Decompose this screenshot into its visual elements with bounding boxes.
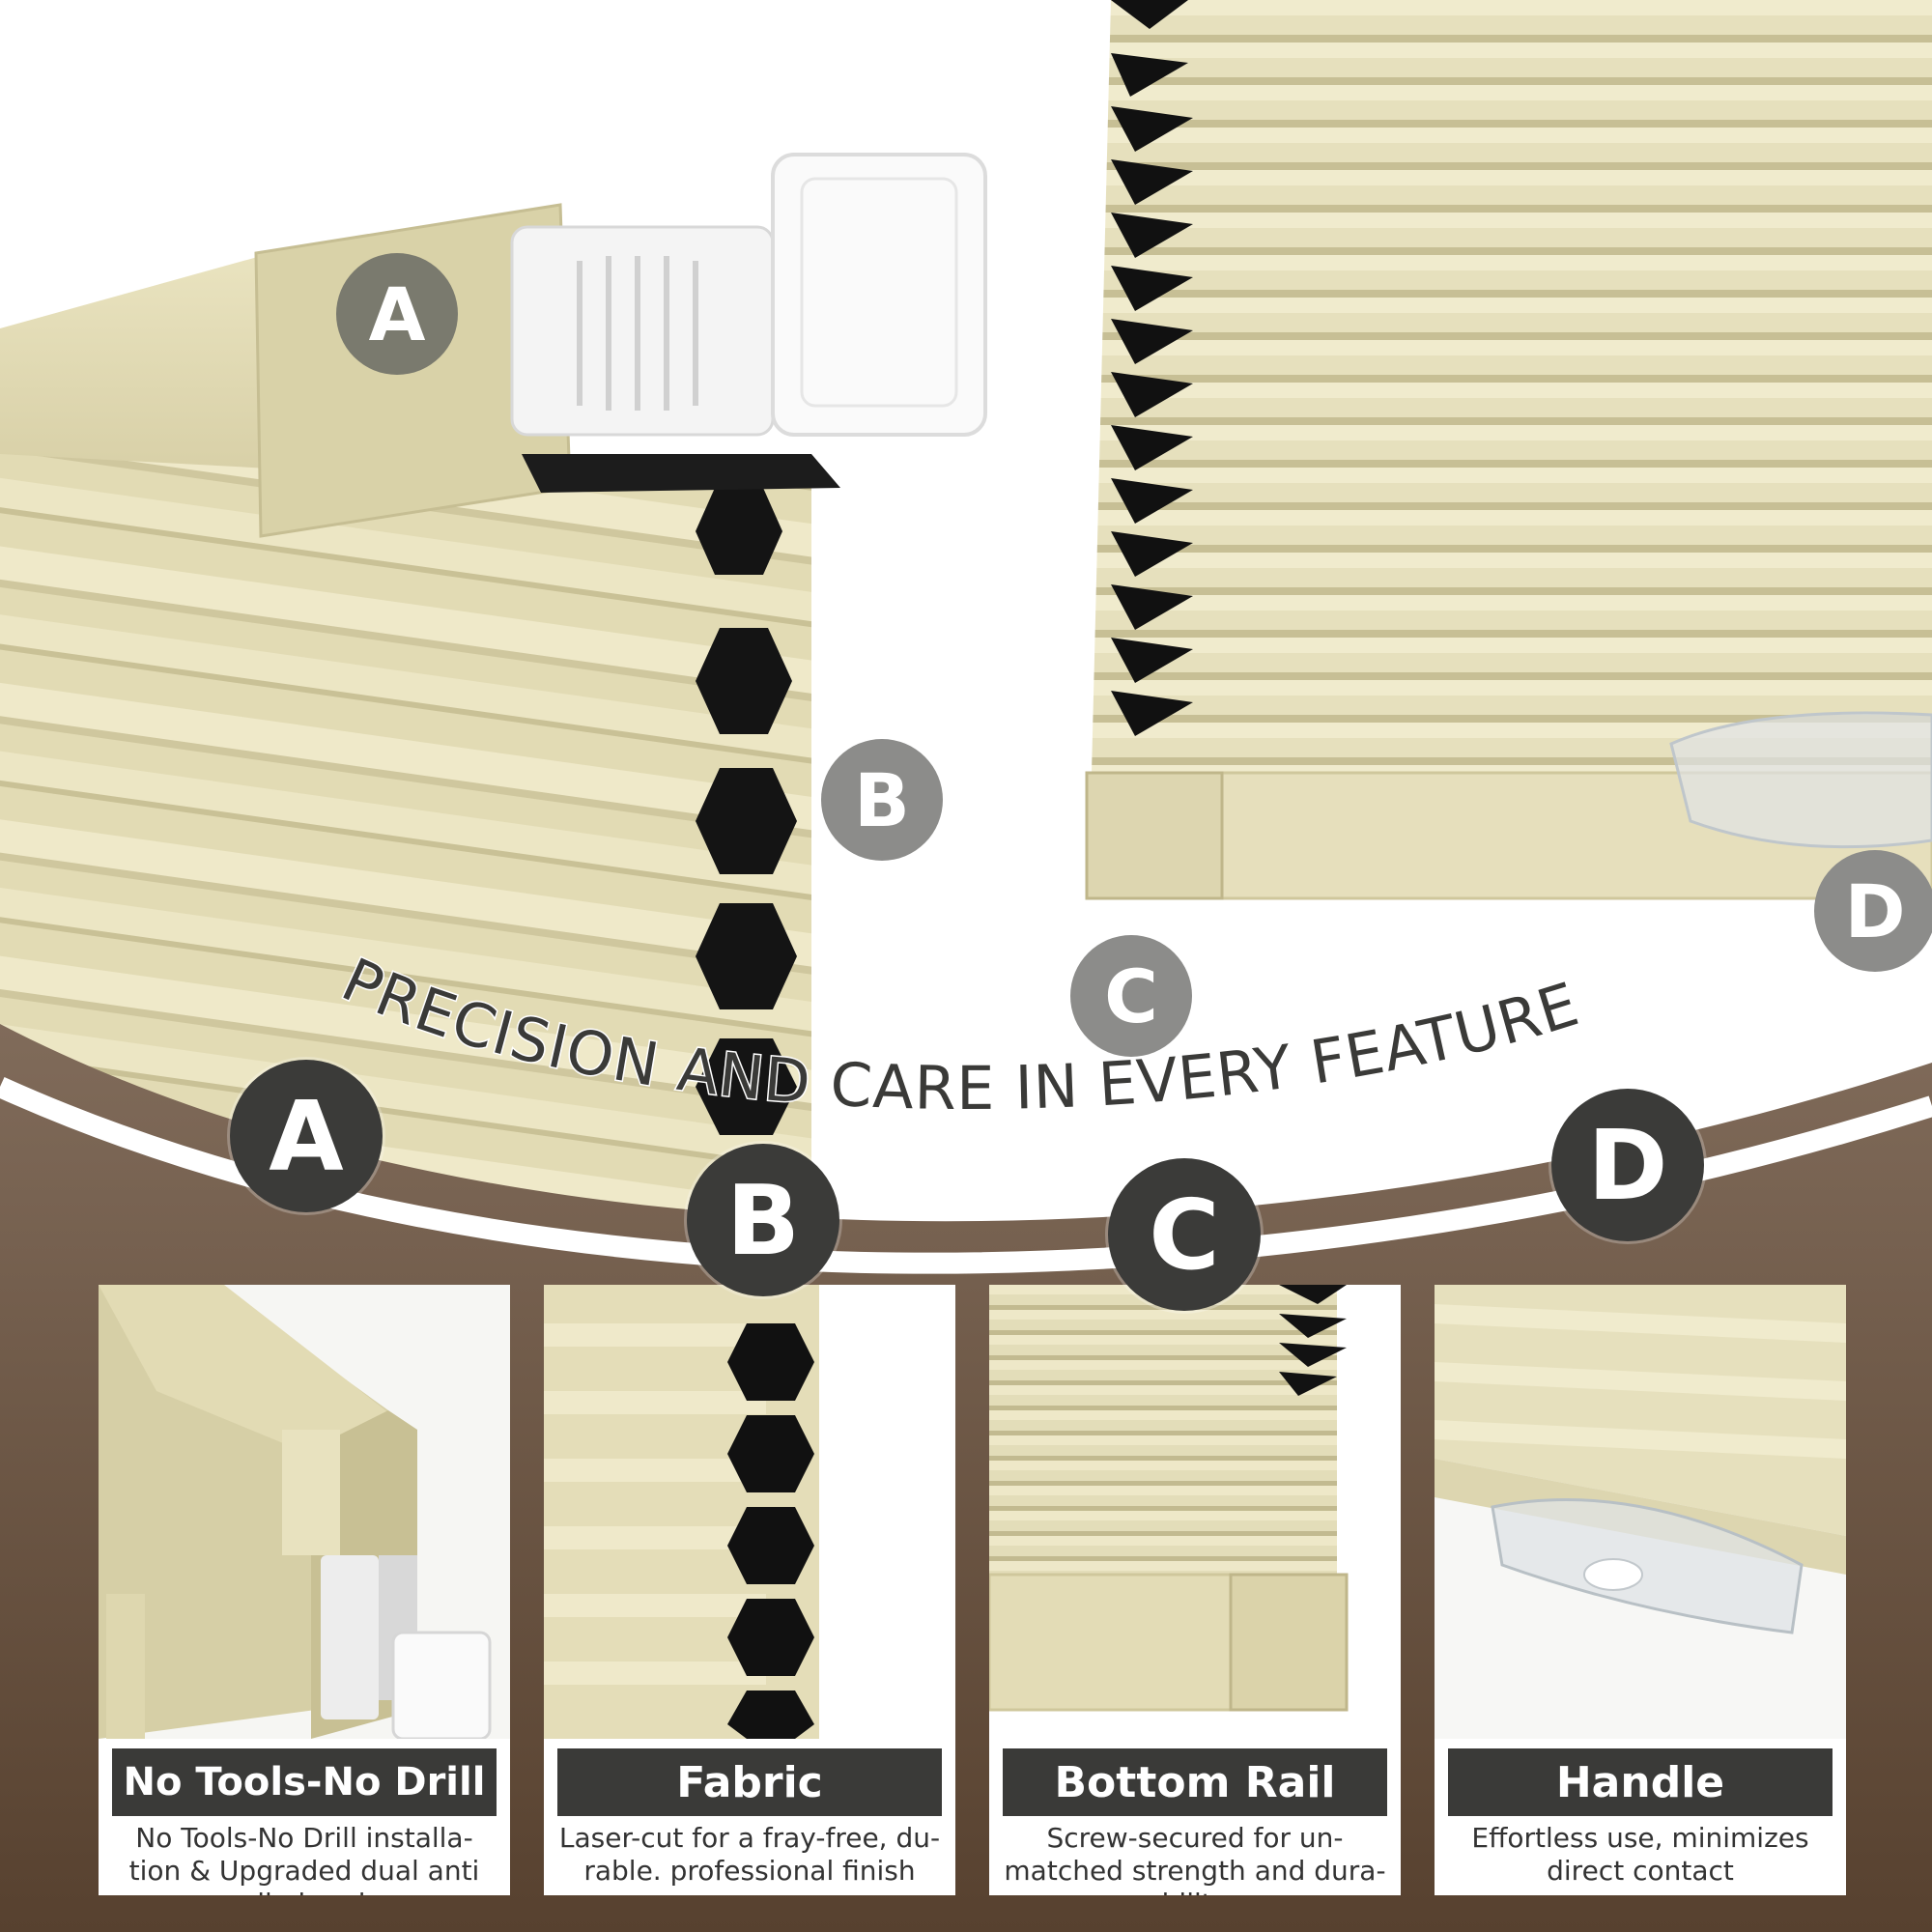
panel-b-illustration	[544, 1285, 955, 1739]
feature-description-c: Screw-secured for un- matched strength a…	[999, 1822, 1391, 1895]
description-line: Laser-cut for a fray-free, du-	[558, 1822, 941, 1854]
feature-title-c: Bottom Rail	[1003, 1748, 1387, 1816]
feature-panel-a: No Tools-No Drill No Tools-No Drill inst…	[99, 1285, 510, 1895]
description-line: No Tools-No Drill installa-	[135, 1822, 473, 1854]
left-pleated-fabric	[0, 406, 811, 1217]
description-line: bility	[999, 1888, 1391, 1895]
feature-title-d: Handle	[1448, 1748, 1833, 1816]
feature-panel-d: Handle Effortless use, minimizes direct …	[1435, 1285, 1846, 1895]
feature-description-d: Effortless use, minimizes direct contact	[1444, 1822, 1836, 1888]
description-line: rable. professional finish	[583, 1855, 916, 1887]
feature-badge-c: C	[1108, 1158, 1261, 1311]
tension-bracket	[510, 225, 775, 437]
description-line: tion & Upgraded dual anti	[128, 1855, 480, 1887]
feature-badge-d: D	[1551, 1089, 1704, 1241]
feature-badge-b: B	[687, 1144, 839, 1296]
description-line: matched strength and dura-	[1004, 1855, 1386, 1887]
bracket-threads	[577, 256, 698, 411]
right-cell-edges	[1111, 0, 1193, 736]
feature-description-a: No Tools-No Drill installa- tion & Upgra…	[108, 1822, 500, 1895]
panel-d-illustration	[1435, 1285, 1846, 1739]
description-line: Screw-secured for un-	[1046, 1822, 1344, 1854]
feature-badge-a: A	[230, 1060, 383, 1212]
photo-badge-d: D	[1814, 850, 1932, 972]
feature-title-b: Fabric	[557, 1748, 942, 1816]
panel-c-illustration	[989, 1285, 1401, 1739]
feature-panel-c: Bottom Rail Screw-secured for un- matche…	[989, 1285, 1401, 1895]
right-pleated-shade	[1092, 0, 1932, 773]
description-line: direct contact	[1547, 1855, 1734, 1887]
feature-panel-b: Fabric Laser-cut for a fray-free, du- ra…	[544, 1285, 955, 1895]
left-cell-edges	[696, 488, 797, 1135]
feature-description-b: Laser-cut for a fray-free, du- rable. pr…	[554, 1822, 946, 1888]
bracket-end-pad	[771, 153, 987, 437]
photo-badge-a: A	[336, 253, 458, 375]
description-line: slip head	[108, 1888, 500, 1895]
feature-title-a: No Tools-No Drill	[112, 1748, 497, 1816]
right-handle	[1669, 711, 1932, 849]
photo-badge-c: C	[1070, 935, 1192, 1057]
panel-a-illustration	[99, 1285, 510, 1739]
photo-badge-b: B	[821, 739, 943, 861]
description-line: Effortless use, minimizes	[1471, 1822, 1809, 1854]
